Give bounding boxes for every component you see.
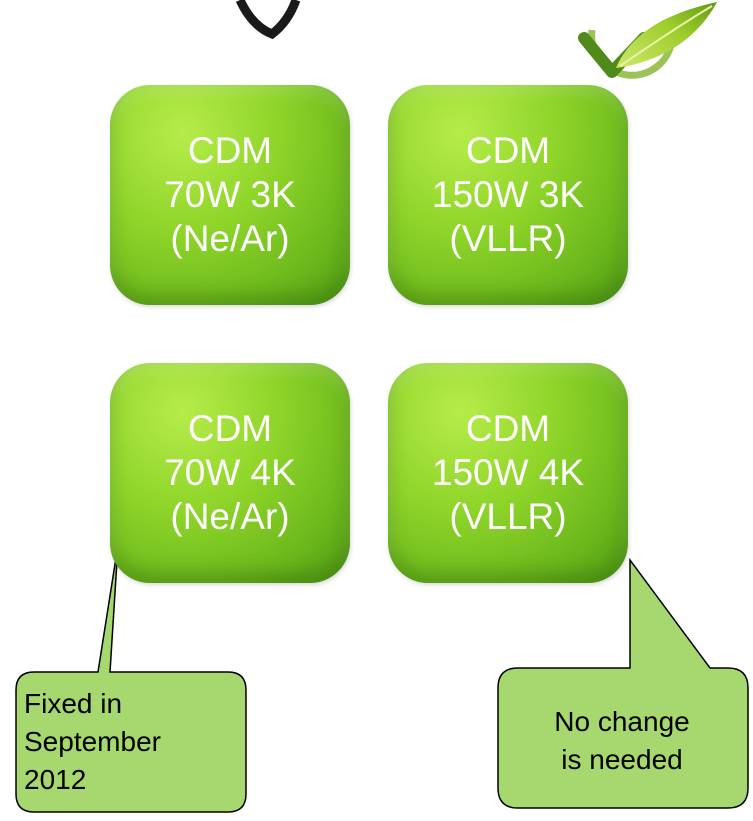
callout-right-line2: is needed	[561, 744, 683, 775]
tile-label-line2: 150W 3K	[431, 174, 585, 215]
tile-label-line3: (Ne/Ar)	[170, 496, 290, 537]
tile-label-line2: 70W 3K	[164, 174, 296, 215]
callout-left-line1: Fixed in	[24, 688, 123, 719]
callout-left-line2: September	[24, 726, 161, 757]
callout-right-shape	[497, 557, 749, 809]
green-check-leaf-icon	[578, 2, 717, 79]
callout-left-text: Fixed in September 2012	[24, 685, 161, 799]
callout-right-text: No change is needed	[502, 703, 742, 779]
tile-cdm-70w-3k: CDM 70W 3K (Ne/Ar)	[110, 85, 350, 305]
top-partial-circle	[235, 0, 301, 40]
tile-label-line1: CDM	[465, 130, 551, 171]
tile-label-line2: 70W 4K	[164, 452, 296, 493]
tile-label-line3: (Ne/Ar)	[170, 218, 290, 259]
callout-right-line1: No change	[554, 706, 690, 737]
tile-label-line1: CDM	[187, 130, 273, 171]
tile-label-line1: CDM	[187, 408, 273, 449]
tile-cdm-150w-3k: CDM 150W 3K (VLLR)	[388, 85, 628, 305]
tile-cdm-70w-4k: CDM 70W 4K (Ne/Ar)	[110, 363, 350, 583]
callout-left-line3: 2012	[24, 764, 87, 795]
tile-cdm-150w-4k: CDM 150W 4K (VLLR)	[388, 363, 628, 583]
tile-label-line1: CDM	[465, 408, 551, 449]
callout-left-shape	[15, 544, 247, 813]
tile-label-line3: (VLLR)	[449, 218, 567, 259]
tile-label-line3: (VLLR)	[449, 496, 567, 537]
tile-label-line2: 150W 4K	[431, 452, 585, 493]
